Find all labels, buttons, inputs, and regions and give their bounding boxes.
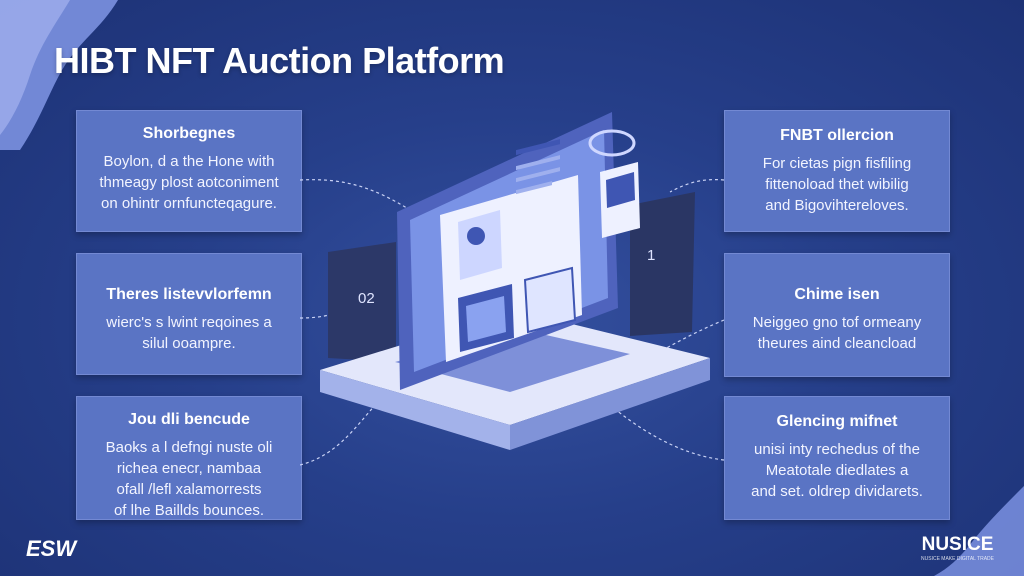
- feature-card-right-1: FNBT ollercion For cietas pign fisfiling…: [724, 110, 950, 232]
- card-title: FNBT ollercion: [780, 127, 894, 144]
- card-line: wierc's s lwint reqoines a: [106, 314, 272, 331]
- platform-side-right: [510, 358, 710, 450]
- screen-text-line: [516, 181, 552, 195]
- screen-heading-bar: [516, 139, 560, 156]
- card-line: Neiggeo gno tof ormeany: [752, 314, 922, 331]
- screen-text-line: [516, 167, 560, 183]
- platform-side-left: [320, 370, 510, 450]
- card-line: Boylon, d a the Hone with: [103, 153, 275, 170]
- back-panel-left: [328, 242, 396, 362]
- connector-line-l1: [300, 179, 411, 211]
- card-line: on ohintr ornfuncteqagure.: [101, 195, 277, 212]
- floating-card-image: [606, 172, 635, 208]
- card-line: Baoks a l defngi nuste oli: [105, 439, 273, 456]
- feature-card-left-1: Shorbegnes Boylon, d a the Hone with thm…: [76, 110, 302, 232]
- connector-line-r1: [669, 179, 724, 193]
- card-line: unisi inty rechedus of the: [754, 441, 920, 458]
- floating-badge-icon: [588, 129, 636, 157]
- brand-logo-right-tagline: NUSICE MAKE DIGITAL TRADE: [921, 556, 994, 562]
- card-line: richea enecr, nambaa: [116, 460, 262, 477]
- step-number-right: 1: [647, 247, 655, 264]
- card-line: silul ooampre.: [142, 335, 236, 352]
- card-line: ofall /lefl xalamorrests: [116, 481, 262, 498]
- back-panel-right: [630, 192, 695, 336]
- corner-swirl-decoration-bottom: [934, 486, 1024, 576]
- screen-image-block: [458, 210, 502, 280]
- screen-thumbnail-right: [523, 266, 577, 334]
- card-line: thmeagy plost aotconiment: [99, 174, 279, 191]
- card-title: Chime isen: [794, 286, 880, 303]
- connector-line-r2: [649, 319, 724, 359]
- brand-logo-right-text: NUSICE: [921, 534, 994, 555]
- screen-text-line: [516, 155, 560, 171]
- connector-lines: [300, 179, 724, 466]
- brand-logo-left: ESW: [26, 536, 77, 561]
- feature-card-left-3: Jou dli bencude Baoks a l defngi nuste o…: [76, 396, 302, 520]
- feature-card-right-2: Chime isen Neiggeo gno tof ormeany theur…: [724, 253, 950, 377]
- platform-inset: [395, 328, 630, 392]
- page-title: HIBT NFT Auction Platform: [54, 40, 505, 81]
- card-line: and set. oldrep dividarets.: [751, 483, 923, 500]
- card-title: Theres listevvlorfemn: [106, 286, 272, 303]
- card-title: Shorbegnes: [142, 125, 236, 142]
- feature-card-right-3: Glencing mifnet unisi inty rechedus of t…: [724, 396, 950, 520]
- card-line: fittenoload thet wibilig: [765, 176, 909, 193]
- screen-avatar-icon: [467, 227, 485, 245]
- step-number-left: 02: [358, 290, 375, 307]
- computer-platform-illustration: 02 1: [300, 112, 724, 466]
- corner-swirl-decoration: [0, 0, 118, 150]
- card-title: Glencing mifnet: [776, 413, 898, 430]
- screen-thumbnail-left-inner: [466, 296, 506, 342]
- connector-line-l3: [300, 399, 381, 466]
- card-title: Jou dli bencude: [128, 411, 250, 428]
- card-line: For cietas pign fisfiling: [762, 155, 912, 172]
- brand-logo-right: NUSICE NUSICE MAKE DIGITAL TRADE: [921, 534, 994, 562]
- card-line: and Bigovihtereloves.: [765, 197, 909, 214]
- card-line: theures aind cleancload: [757, 335, 917, 352]
- card-line: Meatotale diedlates a: [765, 462, 909, 479]
- connector-line-r3: [609, 404, 724, 461]
- feature-card-left-2: Theres listevvlorfemn wierc's s lwint re…: [76, 253, 302, 375]
- card-line: of lhe Baillds bounces.: [113, 502, 265, 519]
